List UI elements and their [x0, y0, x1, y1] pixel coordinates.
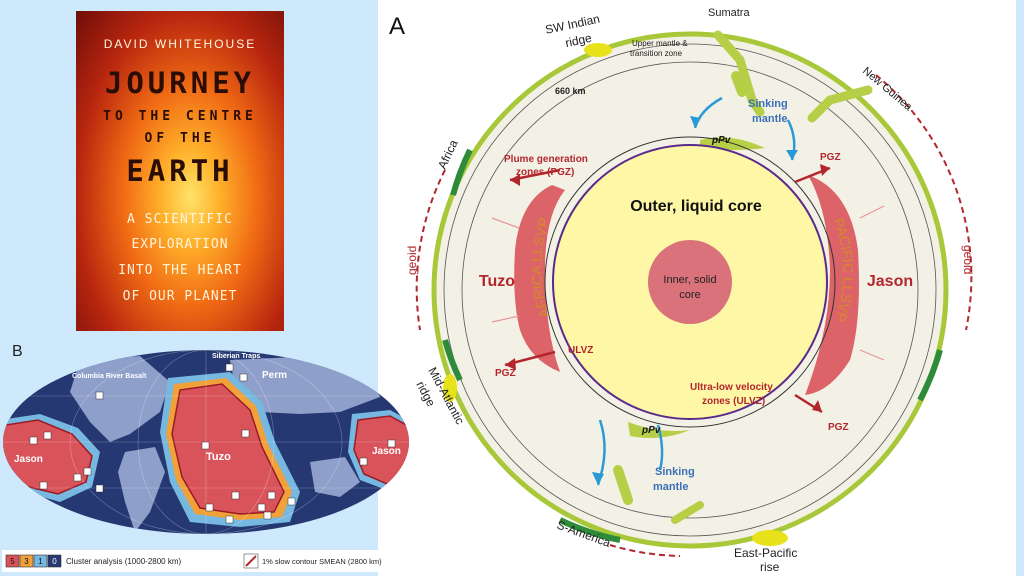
slab-s-america	[613, 465, 633, 505]
label-africa: Africa	[435, 137, 461, 171]
sw-indian-ridge-blob	[584, 43, 612, 57]
legend-label-5: 5	[10, 557, 15, 566]
map-label-jason-right: Jason	[372, 446, 401, 457]
label-geoid-right: geoid	[961, 245, 975, 274]
crust-africa-segment	[450, 148, 473, 196]
label-sinking-top-2: mantle	[752, 113, 787, 125]
label-tuzo: Tuzo	[479, 273, 515, 290]
legend-box-1	[33, 554, 48, 568]
book-title-line1: JOURNEY	[104, 66, 256, 100]
book-title-line3: OF THE	[144, 131, 216, 146]
book-cover: DAVID WHITEHOUSE JOURNEY TO THE CENTRE O…	[76, 11, 284, 331]
geoid-left-curve	[415, 169, 446, 331]
label-ulvz-long-2: zones (ULVZ)	[702, 396, 765, 407]
crust-segment-left	[442, 339, 463, 382]
slab-sumatra	[713, 30, 765, 117]
crust-segment-right	[917, 349, 943, 402]
crust-s-america-segment	[558, 517, 621, 543]
book-subtitle-line4: OF OUR PLANET	[122, 289, 238, 304]
label-pgz-left: PGZ	[495, 368, 516, 379]
d-double-prime-line	[544, 136, 836, 428]
label-ulvz-short: ULVZ	[568, 345, 593, 356]
label-inner-core-2: core	[679, 289, 700, 301]
map-label-siberian: Siberian Traps	[212, 353, 260, 360]
label-plume-gen-1: Plume generation	[504, 154, 588, 165]
map-label-perm: Perm	[262, 370, 287, 381]
book-subtitle-line2: EXPLORATION	[131, 237, 229, 252]
map-north-america	[70, 356, 170, 442]
legend-label-0: 0	[52, 557, 57, 566]
label-upper-mantle-2: transition zone	[630, 49, 683, 58]
geoid-bottom-curve	[609, 544, 681, 557]
label-sinking-bottom-2: mantle	[653, 481, 688, 493]
map-hotspot-markers	[29, 363, 396, 524]
legend-contour-swatch	[245, 555, 257, 567]
inner-core	[648, 240, 732, 324]
africa-llsvp-shape	[514, 185, 565, 372]
map-australia	[310, 457, 360, 497]
label-east-pacific-2: rise	[760, 560, 780, 574]
book-author: DAVID WHITEHOUSE	[103, 37, 257, 51]
book-subtitle-line1: A SCIENTIFIC	[127, 212, 233, 227]
east-pacific-rise-blob	[752, 530, 788, 546]
book-title-line2: TO THE CENTRE	[103, 109, 257, 124]
label-sumatra: Sumatra	[708, 7, 750, 19]
label-east-pacific-1: East-Pacific	[734, 546, 797, 560]
label-pgz-lower-right: PGZ	[828, 422, 849, 433]
label-sw-indian-1: SW Indian	[544, 12, 601, 37]
mid-atlantic-ridge-blob	[443, 374, 457, 402]
label-660km: 660 km	[555, 86, 586, 96]
label-upper-mantle-1: Upper mantle &	[632, 39, 688, 48]
label-pgz-upper-right: PGZ	[820, 152, 841, 163]
map-south-america	[118, 447, 165, 532]
slab-bottom	[671, 501, 704, 524]
world-map-panel: B Columbia River Basalt Siberian Traps P…	[2, 343, 412, 572]
label-sinking-bottom-1: Sinking	[655, 466, 695, 478]
label-sw-indian-2: ridge	[564, 31, 593, 50]
label-plume-gen-2: zones (PGZ)	[516, 167, 574, 178]
660km-line	[461, 61, 919, 519]
label-sinking-top-1: Sinking	[748, 98, 788, 110]
geoid-right-curve	[875, 74, 973, 331]
map-panel-label: B	[12, 343, 23, 360]
label-outer-core: Outer, liquid core	[630, 198, 762, 215]
transition-zone-line	[443, 43, 937, 537]
label-ulvz-long-1: Ultra-low velocity	[690, 382, 773, 393]
pacific-llsvp-shape	[805, 175, 859, 395]
map-tuzo-region	[171, 383, 285, 515]
map-label-tuzo: Tuzo	[206, 451, 231, 463]
legend-label-1: 1	[38, 557, 43, 566]
map-label-columbia: Columbia River Basalt	[72, 373, 147, 380]
slab-new-guinea	[807, 85, 873, 123]
legend-box-5	[5, 554, 20, 568]
legend-label-3: 3	[24, 557, 29, 566]
legend-cluster-text: Cluster analysis (1000-2800 km)	[66, 557, 181, 566]
book-title-line4: EARTH	[126, 154, 234, 188]
book-subtitle-line3: INTO THE HEART	[118, 263, 242, 278]
label-geoid-left: geoid	[405, 246, 419, 275]
legend-contour-text: 1% slow contour SMEAN (2800 km)	[262, 557, 382, 566]
legend-box-0	[47, 554, 62, 568]
right-edge-strip	[1016, 0, 1024, 576]
earth-cross-section: A	[389, 7, 975, 574]
label-ppv-top: pPv	[711, 135, 732, 146]
label-ppv-bottom: pPv	[641, 425, 662, 436]
label-jason: Jason	[867, 273, 913, 290]
map-legend-bar	[2, 550, 412, 572]
label-inner-core-1: Inner, solid	[663, 274, 716, 286]
earth-panel-label: A	[389, 13, 405, 40]
legend-box-3	[19, 554, 34, 568]
map-label-jason-left: Jason	[14, 454, 43, 465]
